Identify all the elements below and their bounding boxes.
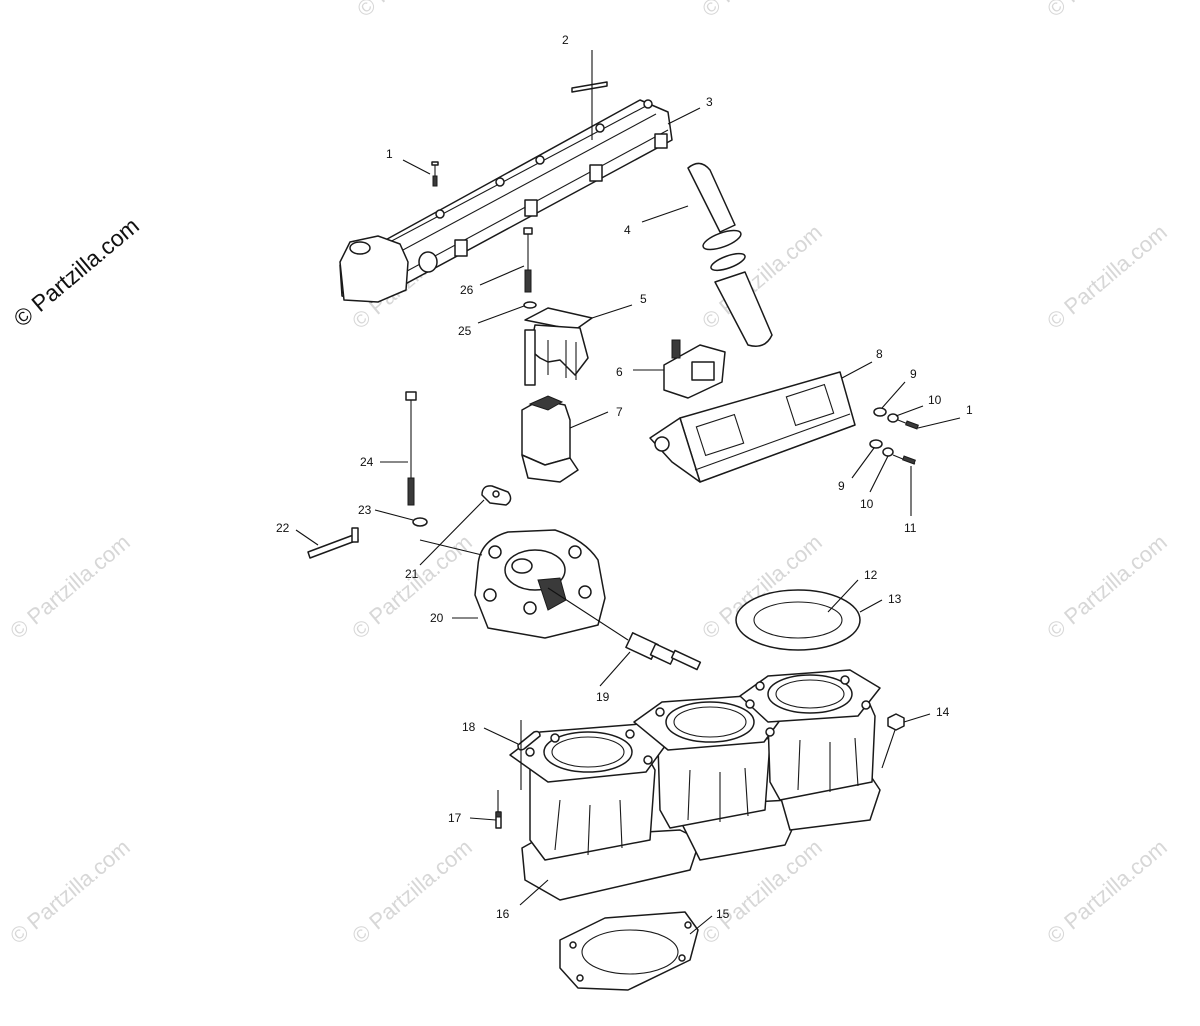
watermark: © Partzilla.com (1042, 0, 1172, 22)
watermark: © Partzilla.com (5, 834, 135, 948)
callout-21: 21 (405, 567, 419, 581)
part-hardware-lower (869, 439, 916, 465)
part-washer-small (523, 301, 537, 309)
callout-labels: 1 2 3 4 5 6 7 8 9 10 1 9 10 11 12 13 14 … (276, 33, 973, 921)
part-connector (663, 339, 726, 399)
callout-9-lower: 9 (838, 479, 845, 493)
callout-4: 4 (624, 223, 631, 237)
part-dowel (495, 811, 502, 829)
callout-19: 19 (596, 690, 610, 704)
part-screw (431, 161, 439, 187)
callout-13: 13 (888, 592, 902, 606)
part-gasket-tab (481, 485, 512, 506)
callout-25: 25 (458, 324, 472, 338)
part-gasket-ring (735, 589, 861, 651)
callout-22: 22 (276, 521, 290, 535)
watermark: © Partzilla.com (1042, 529, 1172, 643)
callout-1-right: 1 (966, 403, 973, 417)
callout-7: 7 (616, 405, 623, 419)
watermark: © Partzilla.com (697, 0, 827, 22)
part-mounting-plate (649, 371, 856, 483)
callout-17: 17 (448, 811, 462, 825)
part-strip (571, 81, 608, 93)
watermark: © Partzilla.com (5, 529, 135, 643)
callout-8: 8 (876, 347, 883, 361)
part-stud-long (405, 391, 417, 506)
watermark: © Partzilla.com (1042, 219, 1172, 333)
part-bolt-long (523, 227, 533, 293)
part-clip (517, 730, 541, 751)
part-cylinder-block (509, 669, 881, 901)
rail-bosses (435, 99, 668, 257)
callout-24: 24 (360, 455, 374, 469)
part-spark-plug (625, 632, 702, 671)
callout-15: 15 (716, 907, 730, 921)
part-nut (887, 713, 905, 731)
callout-5: 5 (640, 292, 647, 306)
callout-26: 26 (460, 283, 474, 297)
watermark: © Partzilla.com (347, 834, 477, 948)
callout-10-lower: 10 (860, 497, 874, 511)
callout-23: 23 (358, 503, 372, 517)
callout-2: 2 (562, 33, 569, 47)
part-fuel-rail (339, 99, 673, 303)
callout-20: 20 (430, 611, 444, 625)
callout-9: 9 (910, 367, 917, 381)
watermark: © Partzilla.com (347, 529, 477, 643)
part-bracket (524, 307, 593, 386)
watermark-main: © Partzilla.com (9, 212, 144, 332)
callout-14: 14 (936, 705, 950, 719)
callout-11: 11 (904, 521, 917, 535)
part-boot-cap (687, 162, 773, 347)
leader-lines (295, 50, 961, 935)
callout-1: 1 (386, 147, 393, 161)
part-base-gasket (559, 911, 699, 991)
watermark: © Partzilla.com (352, 0, 482, 22)
callout-6: 6 (616, 365, 623, 379)
part-cylinder-head (474, 529, 606, 639)
part-washer (412, 517, 428, 527)
callout-3: 3 (706, 95, 713, 109)
watermark: © Partzilla.com (1042, 834, 1172, 948)
part-hardware-upper (873, 407, 919, 430)
part-pin (307, 527, 359, 559)
part-ignition-coil (521, 395, 579, 483)
callout-18: 18 (462, 720, 476, 734)
callout-12: 12 (864, 568, 878, 582)
callout-16: 16 (496, 907, 510, 921)
callout-10: 10 (928, 393, 942, 407)
